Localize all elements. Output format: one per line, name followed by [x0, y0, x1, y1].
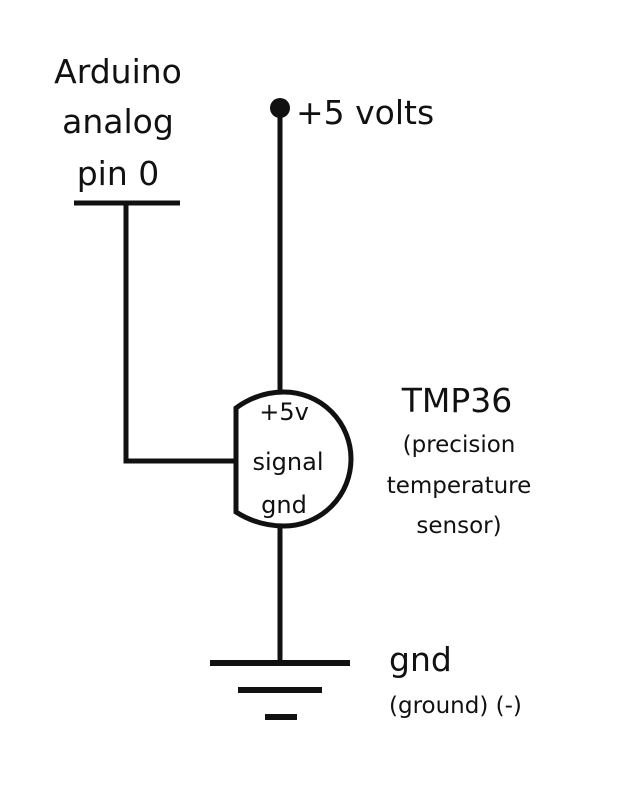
sensor-desc-line1: (precision [403, 432, 516, 458]
sensor-desc-line2: temperature [387, 473, 532, 499]
signal-wire [123, 203, 236, 464]
ground-label: gnd [389, 640, 452, 679]
arduino-label-line2: analog [62, 102, 174, 141]
sensor-name: TMP36 [401, 381, 513, 420]
supply-label: +5 volts [296, 93, 434, 132]
sensor-pin-signal: signal [253, 448, 324, 476]
sensor-pin-gnd: gnd [261, 491, 307, 519]
sensor-body [233, 389, 354, 529]
arduino-label-line3: pin 0 [77, 154, 160, 193]
ground-sublabel: (ground) (-) [389, 693, 522, 719]
sensor-desc-line3: sensor) [416, 513, 501, 539]
arduino-label-line1: Arduino [54, 52, 182, 91]
sensor-pin-vcc: +5v [259, 398, 309, 426]
